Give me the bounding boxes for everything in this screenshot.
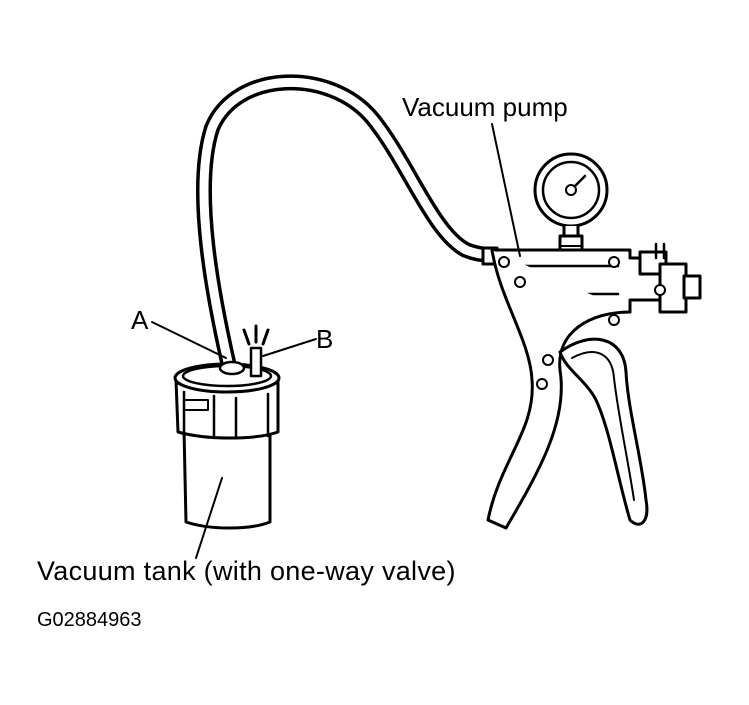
- vacuum-pump-label: Vacuum pump: [402, 92, 568, 122]
- leader-line-tank: [195, 477, 223, 559]
- part-a-label: A: [131, 305, 149, 335]
- leader-line-a: [151, 321, 227, 359]
- figure-code: G02884963: [37, 609, 142, 631]
- vacuum-pump-icon: [486, 242, 702, 530]
- vacuum-tank-label: Vacuum tank (with one-way valve): [37, 556, 456, 586]
- leader-line-pump: [491, 123, 521, 257]
- leader-line-b: [262, 338, 317, 357]
- vacuum-tank-icon: [173, 324, 281, 530]
- vacuum-gauge-icon: [533, 152, 609, 260]
- part-b-label: B: [316, 324, 334, 354]
- vacuum-hose-icon: [196, 74, 500, 370]
- leader-lines: [151, 123, 521, 559]
